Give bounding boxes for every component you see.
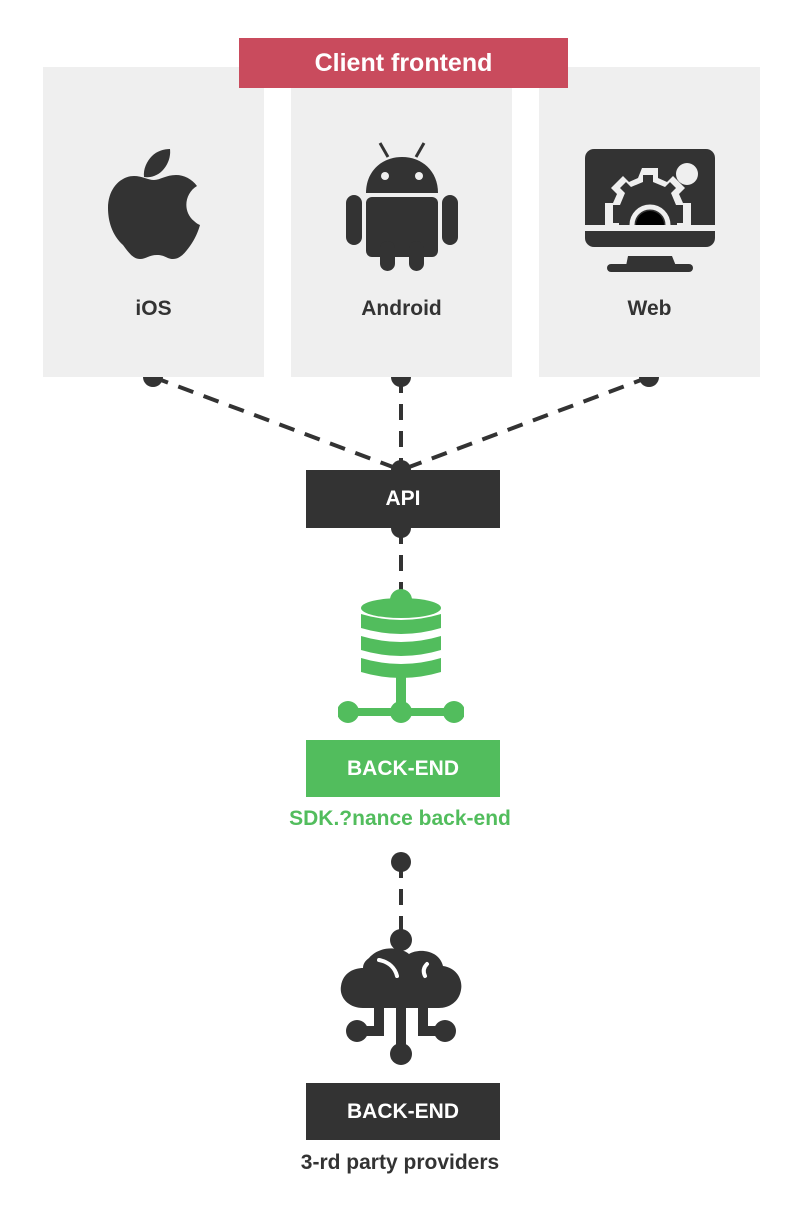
api-node: API <box>306 470 500 528</box>
platform-card-ios: iOS <box>43 67 264 377</box>
platform-label-android: Android <box>361 297 442 320</box>
platform-card-web: Web <box>539 67 760 377</box>
sdk-backend-node: BACK-END <box>306 740 500 797</box>
sdk-backend-caption: SDK.?nance back-end <box>289 807 511 830</box>
monitor-gear-icon <box>584 149 715 272</box>
platform-card-android: Android <box>291 67 512 377</box>
connector-dot-sdk-bottom <box>391 852 411 872</box>
cloud-network-icon <box>340 929 462 1065</box>
third-party-backend-caption: 3-rd party providers <box>300 1151 500 1174</box>
platform-label-ios: iOS <box>135 297 172 320</box>
android-icon <box>345 142 458 271</box>
connector-ios-api <box>152 375 402 472</box>
database-network-icon <box>338 589 464 723</box>
connector-web-api <box>400 375 650 472</box>
apple-icon <box>107 149 200 259</box>
platform-label-web: Web <box>627 297 672 320</box>
client-frontend-banner: Client frontend <box>239 38 568 88</box>
third-party-backend-node: BACK-END <box>306 1083 500 1140</box>
